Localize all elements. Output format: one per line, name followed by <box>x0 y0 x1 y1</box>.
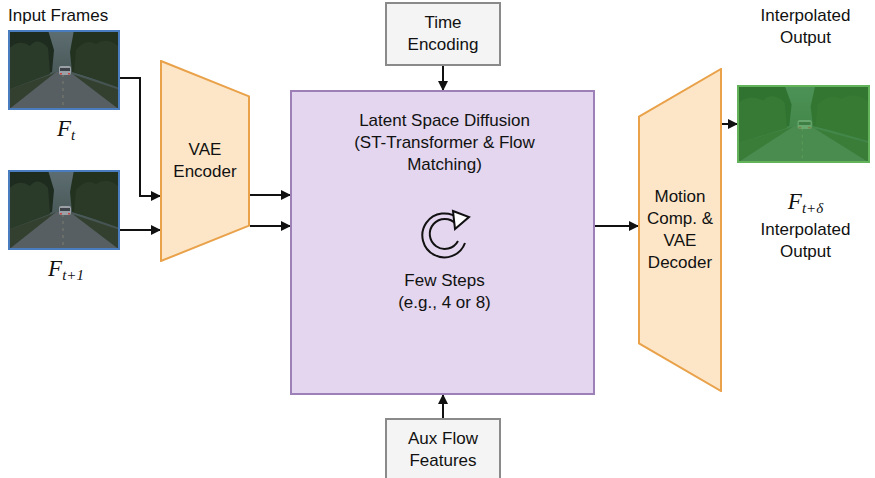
subscript: t <box>71 127 75 143</box>
arrow-connector <box>120 78 160 196</box>
input-box: Aux Flow Features <box>385 418 501 478</box>
node-label: Few Steps (e.g., 4 or 8) <box>384 270 505 314</box>
arrow-connector <box>722 123 737 125</box>
trapezoid-outline <box>638 68 722 392</box>
node-label: Interpolated Output <box>745 5 866 49</box>
node-label: Interpolated Output <box>745 219 866 263</box>
node-label: Ft+1 <box>10 256 122 281</box>
trapezoid-shape <box>161 61 249 261</box>
node-label: Latent Space Diffusion (ST-Transformer &… <box>344 110 545 176</box>
output-frame: Interpolated OutputFt+δInterpolated Outp… <box>737 85 870 163</box>
arrow-connector <box>250 225 290 227</box>
node-label: Input Frames <box>8 5 138 27</box>
node-label: Ft+δ <box>739 189 872 214</box>
node-label: Motion Comp. & VAE Decoder <box>644 186 716 274</box>
trapezoid-outline <box>160 60 250 262</box>
arrow-connector <box>595 225 638 227</box>
diffusion-fill <box>290 90 595 395</box>
node-label: Ft <box>10 116 122 141</box>
subscript: t+1 <box>62 267 84 283</box>
loop-icon <box>422 211 469 257</box>
input-box: Time Encoding <box>385 2 501 66</box>
input-frame: Ft+1 <box>8 170 120 250</box>
subscript: t+δ <box>802 200 823 216</box>
node-label: Time Encoding <box>393 12 493 56</box>
input-frame: Input FramesFt <box>8 30 120 110</box>
diffusion-box: Latent Space Diffusion (ST-Transformer &… <box>290 90 595 395</box>
node-label: Aux Flow Features <box>393 428 493 472</box>
frame-image <box>8 170 120 250</box>
arrow-connector <box>442 66 444 90</box>
trapezoid-shape <box>639 69 721 391</box>
arrow-connector <box>442 395 444 418</box>
decoder-trapezoid: Motion Comp. & VAE Decoder <box>638 68 722 392</box>
encoder-trapezoid: VAE Encoder <box>160 60 250 262</box>
output-image <box>737 85 870 163</box>
arrow-connector <box>250 194 290 196</box>
frame-image <box>8 30 120 110</box>
arrow-connector <box>120 229 160 231</box>
node-label: VAE Encoder <box>168 139 242 183</box>
